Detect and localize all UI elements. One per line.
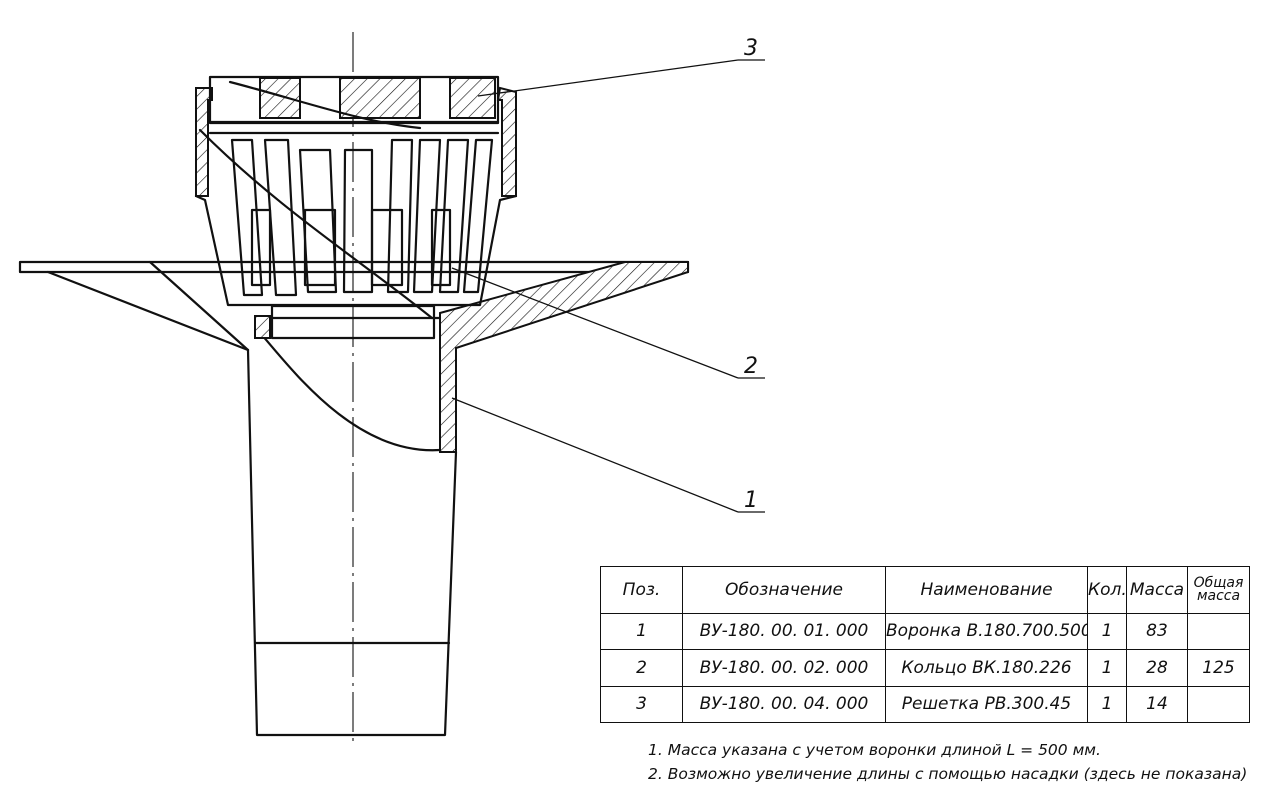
note-2: 2. Возможно увеличение длины с помощью н… bbox=[648, 765, 1248, 783]
table-row: 2 ВУ-180. 00. 02. 000 Кольцо ВК.180.226 … bbox=[600, 649, 1250, 687]
cell-total-mass bbox=[1187, 612, 1250, 651]
cell-pos: 3 bbox=[600, 685, 683, 724]
cell-name: Воронка В.180.700.500 bbox=[885, 612, 1088, 651]
cell-qty: 1 bbox=[1087, 612, 1127, 651]
note-1: 1. Масса указана с учетом воронки длиной… bbox=[648, 741, 1101, 759]
table-row: 3 ВУ-180. 00. 04. 000 Решетка РВ.300.45 … bbox=[600, 685, 1250, 724]
cell-pos: 2 bbox=[600, 649, 683, 687]
svg-text:2: 2 bbox=[744, 354, 758, 379]
cell-mass: 14 bbox=[1126, 685, 1188, 724]
cell-designation: ВУ-180. 00. 04. 000 bbox=[682, 685, 886, 724]
header-mass: Масса bbox=[1126, 566, 1188, 614]
specification-table: Поз. Обозначение Наименование Кол. Масса… bbox=[600, 566, 1250, 724]
cell-name: Кольцо ВК.180.226 bbox=[885, 649, 1088, 687]
header-total-mass: Общая масса bbox=[1187, 566, 1250, 614]
cell-name: Решетка РВ.300.45 bbox=[885, 685, 1088, 724]
header-name: Наименование bbox=[885, 566, 1088, 614]
header-designation: Обозначение bbox=[682, 566, 886, 614]
table-header-row: Поз. Обозначение Наименование Кол. Масса… bbox=[600, 566, 1250, 614]
cell-qty: 1 bbox=[1087, 685, 1127, 724]
ring bbox=[194, 86, 518, 340]
svg-text:3: 3 bbox=[744, 36, 758, 61]
cell-designation: ВУ-180. 00. 01. 000 bbox=[682, 612, 886, 651]
cell-mass: 83 bbox=[1126, 612, 1188, 651]
grate bbox=[198, 75, 500, 320]
leader-2: 2 bbox=[451, 267, 765, 379]
header-pos: Поз. bbox=[600, 566, 683, 614]
header-qty: Кол. bbox=[1087, 566, 1127, 614]
leader-1: 1 bbox=[451, 397, 765, 513]
funnel-body bbox=[18, 260, 690, 737]
cell-pos: 1 bbox=[600, 612, 683, 651]
table-row: 1 ВУ-180. 00. 01. 000 Воронка В.180.700.… bbox=[600, 612, 1250, 651]
svg-text:1: 1 bbox=[744, 488, 758, 513]
cell-designation: ВУ-180. 00. 02. 000 bbox=[682, 649, 886, 687]
cell-total-mass bbox=[1187, 685, 1250, 724]
notes: 1. Масса указана с учетом воронки длиной… bbox=[648, 738, 1247, 786]
cell-total-mass: 125 bbox=[1187, 649, 1250, 687]
cell-mass: 28 bbox=[1126, 649, 1188, 687]
leader-3: 3 bbox=[477, 36, 765, 97]
cell-qty: 1 bbox=[1087, 649, 1127, 687]
